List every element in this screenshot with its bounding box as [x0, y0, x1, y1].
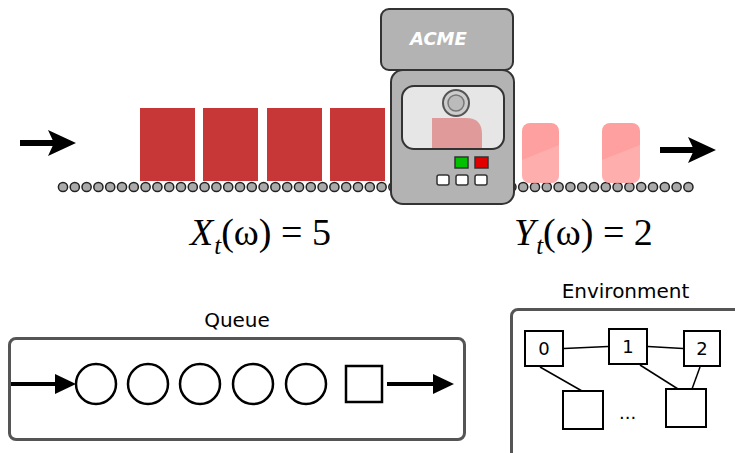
- math-symbol: t: [536, 232, 543, 259]
- state-label: 1: [622, 336, 633, 357]
- state-box: 2: [683, 330, 721, 367]
- state-label: 2: [696, 338, 707, 359]
- state-link: [648, 347, 683, 349]
- brand-label: ACME: [410, 28, 467, 49]
- state-label: 0: [538, 338, 549, 359]
- state-box: 1: [608, 328, 648, 365]
- panel-title: Environment: [513, 279, 735, 303]
- machine-housing: ACME: [380, 8, 514, 71]
- math-symbol: X: [190, 211, 213, 253]
- math-symbol: (ω) = 5: [221, 211, 331, 253]
- ellipsis: ...: [619, 402, 636, 423]
- state-link: [564, 347, 608, 349]
- state-box: 0: [524, 330, 564, 367]
- state-variable: Xt(ω) = 5: [190, 210, 331, 254]
- queue-symbols: [8, 364, 454, 404]
- math-symbol: Y: [514, 211, 535, 253]
- panel-title: Queue: [11, 308, 463, 332]
- output-variable: Yt(ω) = 2: [514, 210, 653, 254]
- math-symbol: (ω) = 2: [543, 211, 653, 253]
- conveyor-rollers: [58, 182, 693, 191]
- processed-item: [522, 123, 640, 183]
- machine: [391, 70, 514, 204]
- flow-arrow: [660, 137, 716, 163]
- queued-item: [140, 108, 385, 181]
- queue-panel: Queue: [8, 337, 466, 441]
- flow-arrow: [20, 130, 76, 156]
- state-graph-extra: [540, 365, 706, 429]
- math-symbol: t: [214, 232, 221, 259]
- environment-panel: Environment012: [510, 308, 735, 453]
